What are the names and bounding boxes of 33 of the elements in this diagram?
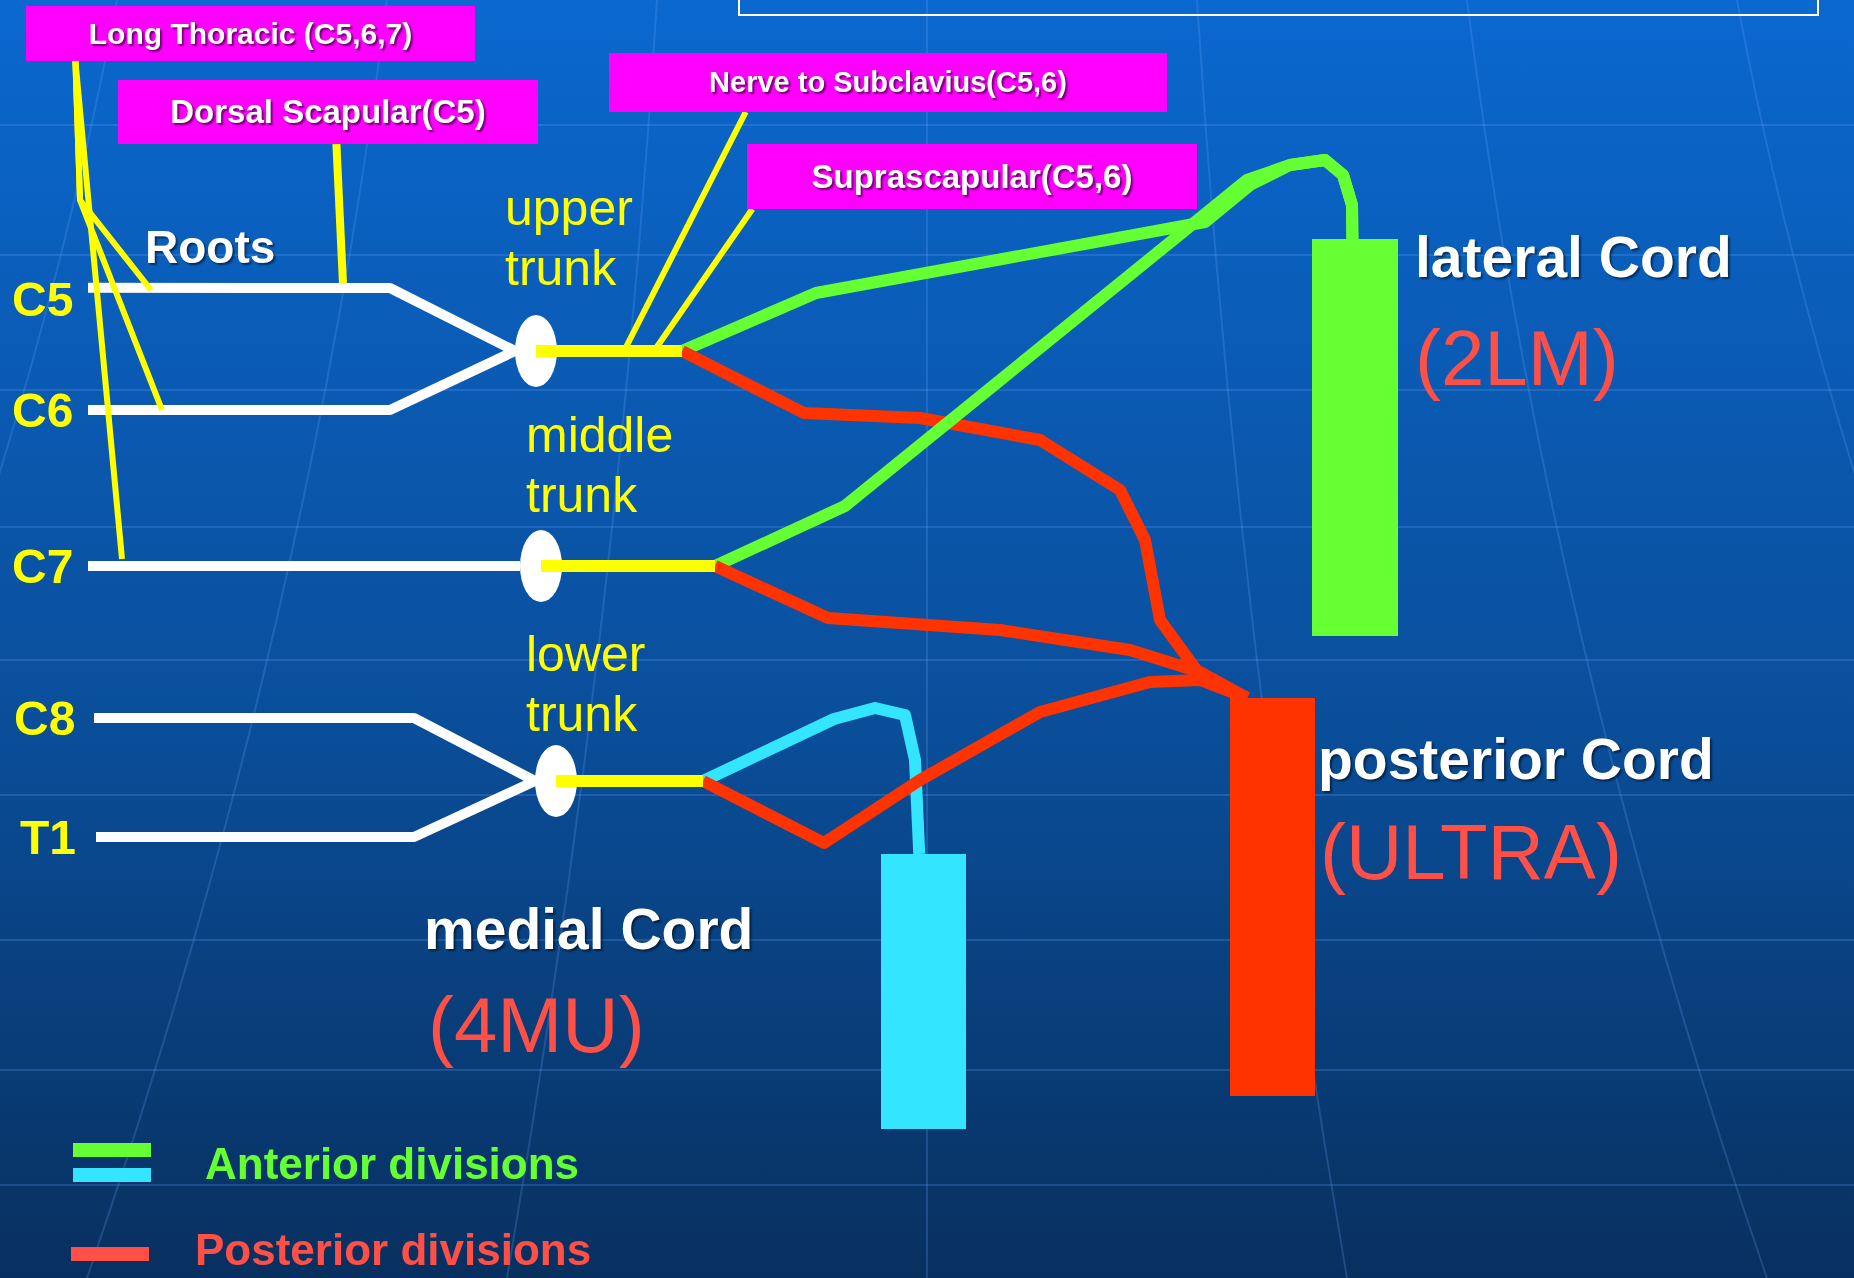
cord-label: medial Cord (424, 898, 754, 961)
legend-label: Anterior divisions (205, 1140, 580, 1188)
nerve-line (88, 561, 520, 571)
leader-line (72, 60, 165, 412)
nerve-line (700, 674, 1250, 849)
trunk-label: middle trunk (526, 406, 675, 525)
cord-label: posterior Cord (1318, 728, 1714, 791)
root-label: T1 (20, 809, 96, 865)
section-label: Roots (145, 220, 276, 274)
cord-bar (881, 854, 966, 1129)
cord-bar (1312, 239, 1398, 636)
nerve-label: Suprascapular(C5,6) (747, 144, 1197, 209)
cord-bar (1230, 698, 1315, 1096)
nerve-line (700, 702, 926, 855)
legend-label: Posterior divisions (195, 1226, 592, 1274)
leader-line (72, 60, 125, 560)
leader-line (332, 143, 347, 285)
root-label: C5 (12, 271, 88, 327)
trunk-label: lower trunk (526, 625, 647, 744)
trunk-drawing (515, 315, 682, 387)
nerve-label: Long Thoracic (C5,6,7) (26, 6, 475, 61)
nerve-label: Dorsal Scapular(C5) (118, 80, 538, 144)
cord-mnemonic: (ULTRA) (1320, 812, 1622, 894)
cord-label: lateral Cord (1415, 226, 1732, 289)
trunk-drawing (520, 530, 715, 602)
cord-mnemonic: (2LM) (1415, 318, 1619, 400)
root-label: C7 (12, 538, 88, 594)
trunk-label: upper trunk (505, 179, 634, 298)
root-label: C8 (14, 690, 94, 746)
nerve-label: Nerve to Subclavius(C5,6) (609, 53, 1167, 112)
trunk-drawing (535, 745, 703, 817)
cord-mnemonic: (4MU) (428, 985, 645, 1067)
root-label: C6 (12, 382, 88, 438)
